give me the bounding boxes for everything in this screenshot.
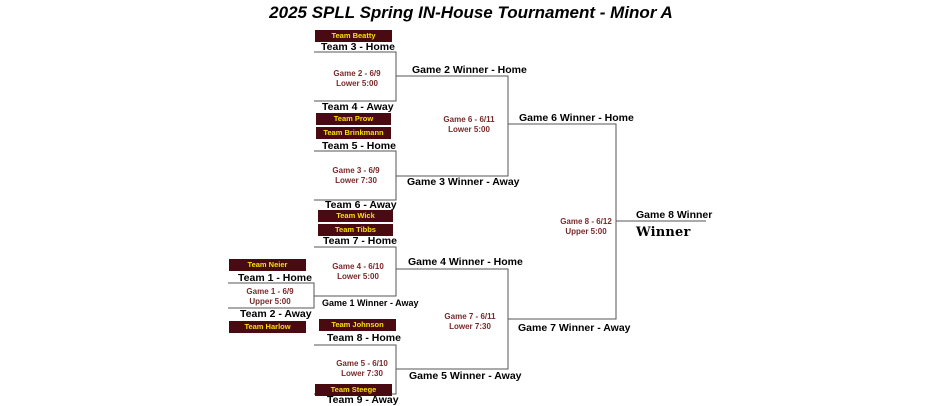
slot-game5-winner-away: Game 5 Winner - Away (409, 370, 522, 382)
bracket-line-game4 (314, 246, 397, 297)
slot-game8-winner: Game 8 Winner (636, 209, 713, 221)
game-1-field: Upper 5:00 (249, 297, 291, 306)
team-badge-neier: Team Neier (229, 259, 306, 271)
game-7-date: Game 7 - 6/11 (444, 312, 496, 321)
game-info-5: Game 5 - 6/10 Lower 7:30 (322, 359, 402, 379)
game-info-3: Game 3 - 6/9 Lower 7:30 (316, 166, 396, 186)
game-info-7: Game 7 - 6/11 Lower 7:30 (430, 312, 510, 332)
team-badge-johnson: Team Johnson (319, 319, 396, 331)
game-5-field: Lower 7:30 (341, 369, 383, 378)
slot-game2-winner-home: Game 2 Winner - Home (412, 64, 527, 76)
game-7-field: Lower 7:30 (449, 322, 491, 331)
slot-game4-winner-home: Game 4 Winner - Home (408, 256, 523, 268)
game-3-field: Lower 7:30 (335, 176, 377, 185)
team-badge-harlow: Team Harlow (229, 321, 306, 333)
game-info-8: Game 8 - 6/12 Upper 5:00 (546, 217, 626, 237)
game-6-field: Lower 5:00 (448, 125, 490, 134)
team-badge-tibbs: Team Tibbs (318, 224, 393, 236)
game-4-field: Lower 5:00 (337, 272, 379, 281)
team-badge-steege: Team Steege (315, 384, 392, 396)
slot-team5-home: Team 5 - Home (322, 140, 396, 152)
slot-team6-away: Team 6 - Away (325, 199, 397, 211)
game-info-1: Game 1 - 6/9 Upper 5:00 (230, 287, 310, 307)
slot-team2-away: Team 2 - Away (240, 308, 312, 320)
game-1-date: Game 1 - 6/9 (246, 287, 294, 296)
game-info-6: Game 6 - 6/11 Lower 5:00 (429, 115, 509, 135)
game-6-date: Game 6 - 6/11 (443, 115, 495, 124)
slot-team7-home: Team 7 - Home (323, 235, 397, 247)
game-5-date: Game 5 - 6/10 (336, 359, 388, 368)
team-badge-beatty: Team Beatty (315, 30, 392, 42)
winner-label: Winner (636, 225, 691, 240)
slot-game7-winner-away: Game 7 Winner - Away (518, 322, 631, 334)
slot-team4-away: Team 4 - Away (322, 101, 394, 113)
game-2-date: Game 2 - 6/9 (333, 69, 381, 78)
team-badge-brinkmann: Team Brinkmann (316, 127, 391, 139)
game-8-field: Upper 5:00 (565, 227, 607, 236)
slot-game6-winner-home: Game 6 Winner - Home (519, 112, 634, 124)
slot-team3-home: Team 3 - Home (321, 41, 395, 53)
game-info-4: Game 4 - 6/10 Lower 5:00 (318, 262, 398, 282)
slot-game1-winner-away: Game 1 Winner - Away (322, 298, 419, 308)
slot-team1-home: Team 1 - Home (238, 272, 312, 284)
game-3-date: Game 3 - 6/9 (332, 166, 380, 175)
team-badge-wick: Team Wick (318, 210, 393, 222)
game-8-date: Game 8 - 6/12 (560, 217, 612, 226)
slot-team8-home: Team 8 - Home (327, 332, 401, 344)
bracket-line-game6 (396, 75, 509, 177)
slot-team9-away: Team 9 - Away (327, 394, 399, 406)
game-4-date: Game 4 - 6/10 (332, 262, 384, 271)
bracket-line-game1 (228, 282, 315, 309)
page-title: 2025 SPLL Spring IN-House Tournament - M… (269, 3, 673, 22)
slot-game3-winner-away: Game 3 Winner - Away (407, 176, 520, 188)
game-info-2: Game 2 - 6/9 Lower 5:00 (317, 69, 397, 89)
game-2-field: Lower 5:00 (336, 79, 378, 88)
team-badge-prow: Team Prow (316, 113, 391, 125)
